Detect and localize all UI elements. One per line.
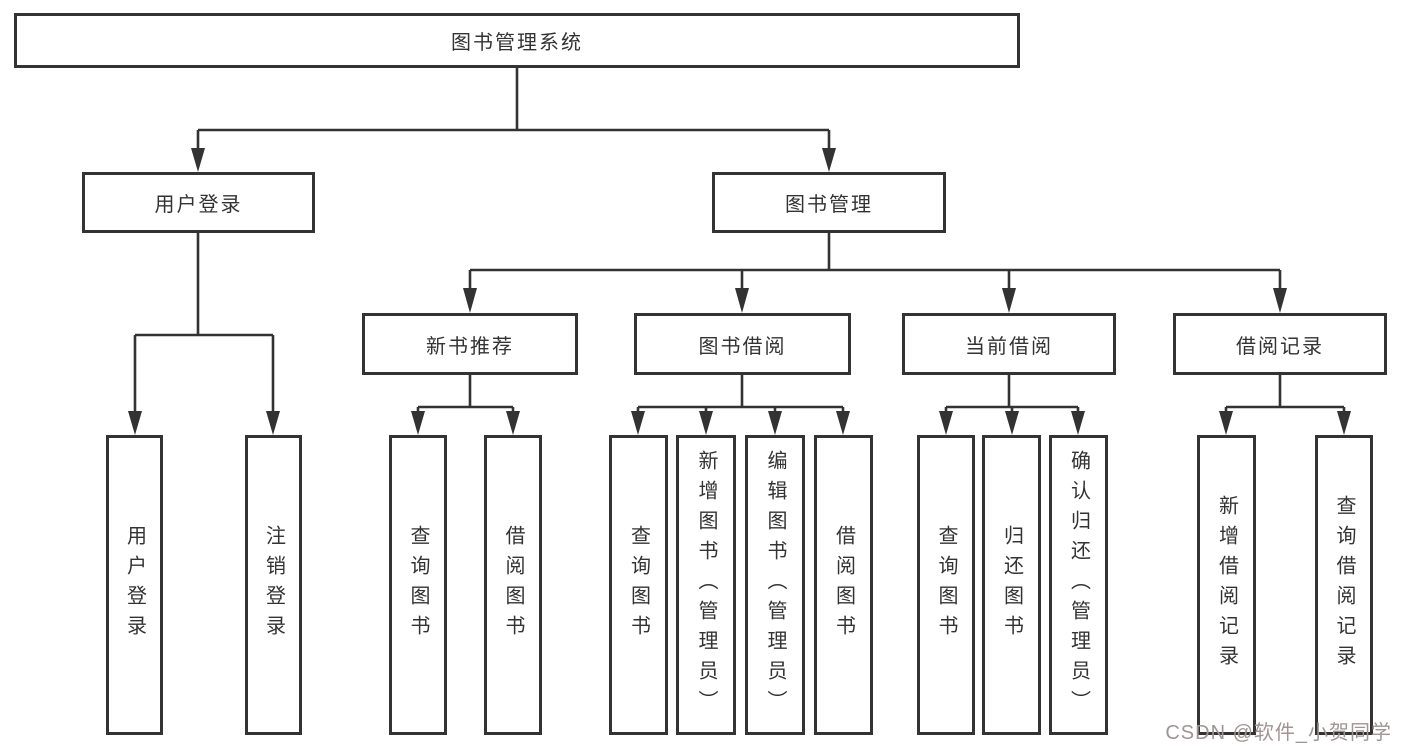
leaf-newbook-query-books: 查询图书 xyxy=(389,435,447,735)
leaf-logout: 注销登录 xyxy=(245,435,302,735)
node-book-management: 图书管理 xyxy=(712,172,946,233)
leaf-records-add-borrow-record: 新增借阅记录 xyxy=(1197,435,1256,735)
leaf-current-return-books: 归还图书 xyxy=(982,435,1041,735)
arrowheads xyxy=(128,148,1351,435)
leaf-borrowing-borrow-books: 借阅图书 xyxy=(814,435,873,735)
node-book-borrowing: 图书借阅 xyxy=(634,313,851,375)
node-current-borrowing: 当前借阅 xyxy=(902,313,1116,375)
node-borrow-records: 借阅记录 xyxy=(1173,313,1387,375)
leaf-newbook-borrow-books: 借阅图书 xyxy=(484,435,542,735)
leaf-current-confirm-return-admin: 确认归还（管理员） xyxy=(1049,435,1108,735)
node-new-book-recommend: 新书推荐 xyxy=(362,313,578,375)
leaf-user-login: 用户登录 xyxy=(106,435,163,735)
leaf-borrowing-query-books: 查询图书 xyxy=(609,435,668,735)
node-system-root: 图书管理系统 xyxy=(14,13,1020,68)
node-user-login: 用户登录 xyxy=(82,172,315,233)
leaf-borrowing-edit-books-admin: 编辑图书（管理员） xyxy=(745,435,805,735)
leaf-current-query-books: 查询图书 xyxy=(917,435,975,735)
csdn-watermark: CSDN @软件_小贺同学 xyxy=(1165,722,1392,744)
leaf-borrowing-add-books-admin: 新增图书（管理员） xyxy=(676,435,736,735)
leaf-records-query-borrow-record: 查询借阅记录 xyxy=(1315,435,1373,735)
